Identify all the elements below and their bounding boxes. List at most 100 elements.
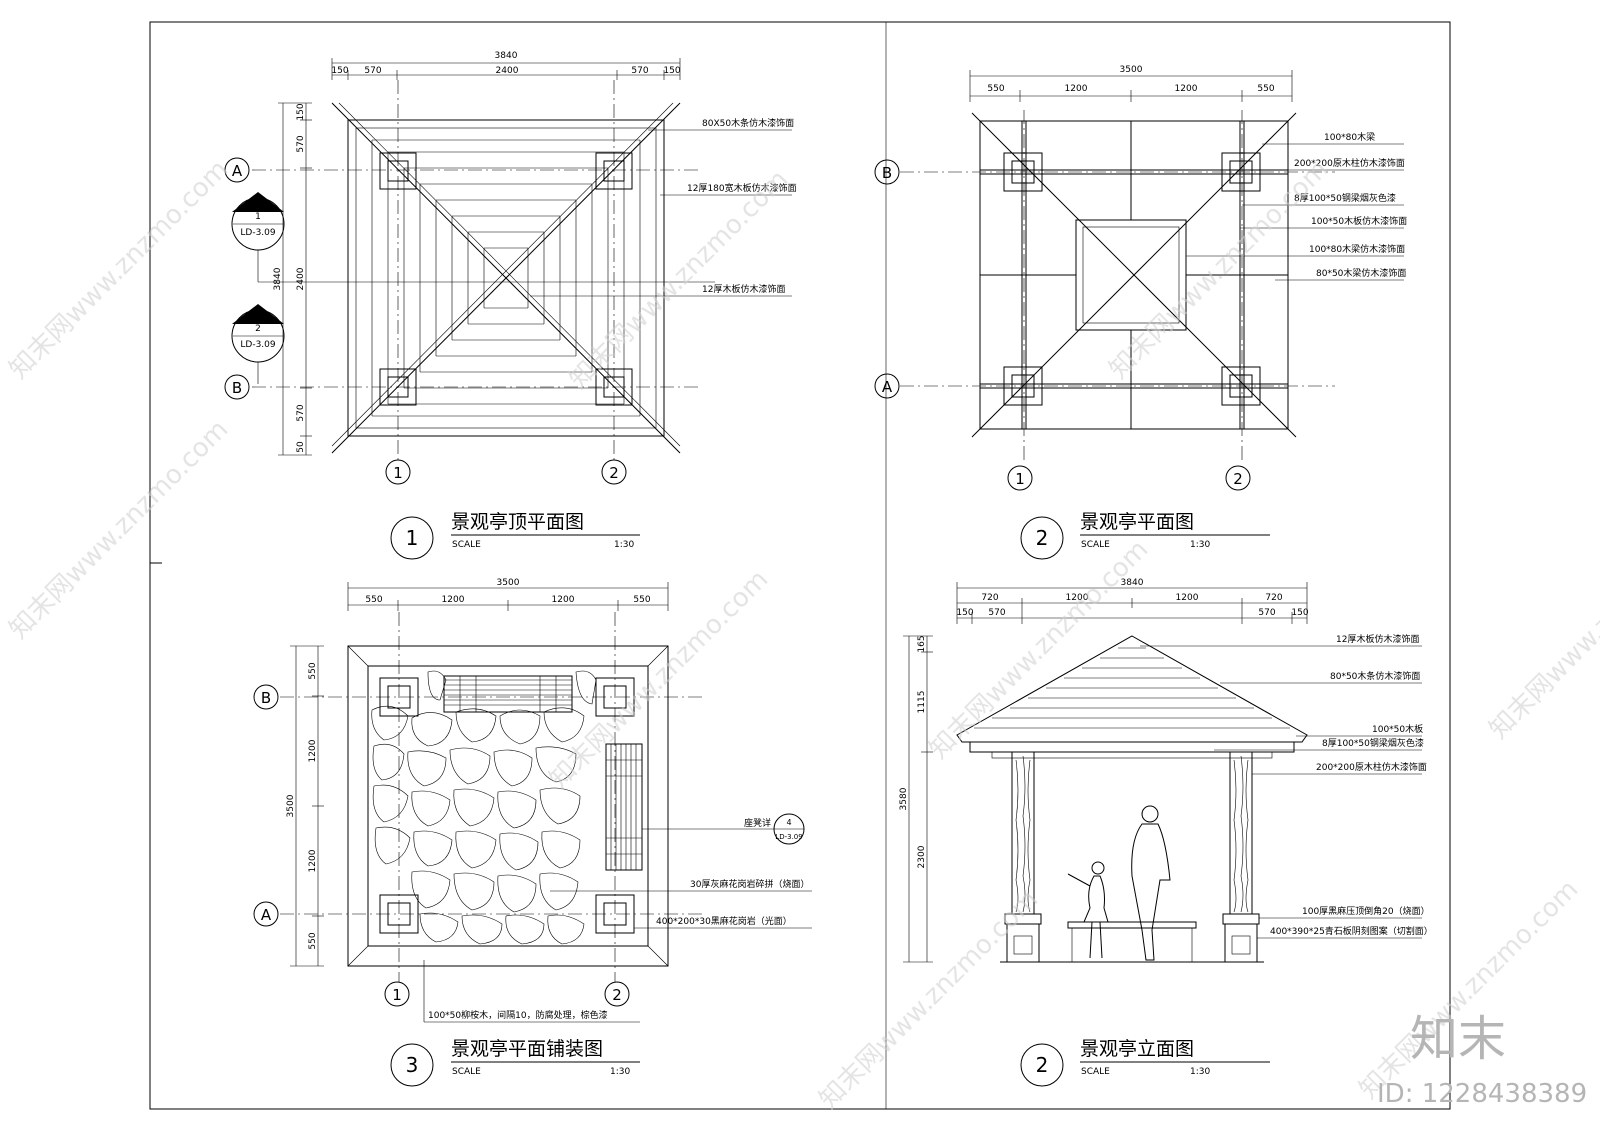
- elev-dim-top-1: 720: [981, 593, 998, 603]
- floor-dim-top-3: 1200: [1175, 84, 1198, 94]
- elev-dim-mid-3: 570: [1258, 608, 1275, 618]
- svg-text:LD-3.09: LD-3.09: [240, 228, 276, 238]
- roof-dim-left-5: 50: [296, 441, 306, 453]
- floor-scale-value: 1:30: [1190, 540, 1210, 550]
- floor-grid-2: 2: [1233, 470, 1243, 488]
- roof-title-number: 1: [406, 526, 419, 550]
- roof-dim-left-4: 570: [296, 404, 306, 421]
- svg-text:LD-3.09: LD-3.09: [775, 833, 802, 841]
- bench: [1067, 921, 1197, 929]
- roof-grid-1: 1: [393, 464, 403, 482]
- roof-note-1: 80X50木条仿木漆饰面: [702, 117, 794, 129]
- roof-scale-value: 1:30: [614, 540, 634, 550]
- paving-note-1: 30厚灰麻花岗岩碎拼（烧面）: [690, 878, 809, 890]
- elev-note-5: 200*200原木柱仿木漆饰面: [1316, 761, 1427, 773]
- svg-text:2: 2: [255, 324, 261, 334]
- elev-note-7: 400*390*25青石板阴刻图案（切割面）: [1270, 925, 1433, 937]
- roof-dim-top-5: 150: [663, 66, 680, 76]
- human-figures: [1067, 805, 1171, 961]
- svg-text:知末网www.znzmo.com: 知末网www.znzmo.com: [1484, 514, 1600, 745]
- paving-grid-2: 2: [612, 986, 622, 1004]
- elev-dim-total-top: 3840: [1121, 578, 1144, 588]
- brand-watermark: 知末: [1410, 1011, 1506, 1067]
- svg-text:知末网www.znzmo.com: 知末网www.znzmo.com: [924, 534, 1155, 765]
- roof-grid-b: B: [232, 379, 242, 397]
- section-mark-1: 1 LD-3.09: [231, 192, 715, 283]
- floor-dim-top-4: 550: [1257, 84, 1274, 94]
- paving-grid-1: 1: [392, 986, 402, 1004]
- floor-grid-b: B: [882, 164, 892, 182]
- image-id-watermark: ID: 1228438389: [1377, 1079, 1587, 1109]
- elev-dim-left-1: 165: [917, 635, 927, 652]
- paving-title-number: 3: [406, 1053, 419, 1077]
- roof-dim-top-2: 570: [364, 66, 381, 76]
- paving-plan-drawing: 3500 550 1200 1200 550 3500 550 1200 120…: [253, 578, 812, 1087]
- elev-dim-top-3: 1200: [1176, 593, 1199, 603]
- paving-dim-left-1: 550: [308, 662, 318, 679]
- elev-title-number: 2: [1036, 1053, 1049, 1077]
- paving-title: 景观亭平面铺装图: [451, 1038, 603, 1060]
- elev-dim-mid-2: 570: [988, 608, 1005, 618]
- floor-note-1: 100*80木梁: [1324, 131, 1375, 143]
- floor-dim-total-top: 3500: [1120, 65, 1143, 75]
- paving-dim-left-3: 1200: [308, 849, 318, 872]
- roof-plan-drawing: 3840 150 570 2400 570 150 3840 150 570 2…: [224, 51, 797, 560]
- section-mark-2: 2 LD-3.09: [231, 304, 285, 384]
- bench-detail-mark: 座凳详 4 LD-3.09: [642, 813, 805, 845]
- roof-grid-a: A: [232, 162, 243, 180]
- elev-dim-top-4: 720: [1265, 593, 1282, 603]
- elev-dim-left-2: 1115: [917, 691, 927, 714]
- column-right: [1229, 751, 1253, 915]
- floor-plan-drawing: 3500 550 1200 1200 550 B: [874, 65, 1407, 560]
- elev-note-6: 100厚黑麻压顶倒角20（烧面）: [1302, 905, 1430, 917]
- elev-dim-top-2: 1200: [1066, 593, 1089, 603]
- elev-title: 景观亭立面图: [1080, 1038, 1194, 1060]
- paving-grid-a: A: [261, 906, 272, 924]
- elev-note-3: 100*50木板: [1372, 723, 1423, 735]
- roof-note-3: 12厚木板仿木漆饰面: [702, 283, 785, 295]
- elev-dim-mid-4: 150: [1291, 608, 1308, 618]
- paving-grid-b: B: [261, 689, 271, 707]
- elev-scale-value: 1:30: [1190, 1067, 1210, 1077]
- elev-dim-left-3: 2300: [917, 845, 927, 868]
- svg-text:知末网www.znzmo.com: 知末网www.znzmo.com: [564, 164, 795, 395]
- floor-scale-label: SCALE: [1081, 540, 1110, 550]
- elev-dim-total-left: 3580: [899, 787, 909, 810]
- paving-dim-top-3: 1200: [552, 595, 575, 605]
- roof-dim-left-3: 2400: [296, 267, 306, 290]
- elev-dim-mid-1: 150: [956, 608, 973, 618]
- svg-text:知末网www.znzmo.com: 知末网www.znzmo.com: [814, 884, 1045, 1115]
- floor-dim-top-2: 1200: [1065, 84, 1088, 94]
- floor-grid-a: A: [882, 378, 893, 396]
- elev-note-4: 8厚100*50钢梁烟灰色漆: [1322, 737, 1424, 749]
- floor-note-5: 100*80木梁仿木漆饰面: [1309, 243, 1405, 255]
- roof-dim-total-top: 3840: [495, 51, 518, 61]
- roof-dim-top-4: 570: [631, 66, 648, 76]
- svg-text:LD-3.09: LD-3.09: [240, 340, 276, 350]
- paving-dim-total-top: 3500: [497, 578, 520, 588]
- paving-note-2: 400*200*30黑麻花岗岩（光面）: [656, 915, 792, 927]
- paving-scale-label: SCALE: [452, 1067, 481, 1077]
- paving-note-3: 100*50柳桉木，间隔10，防腐处理，棕色漆: [428, 1009, 608, 1021]
- floor-note-2: 200*200原木柱仿木漆饰面: [1294, 157, 1405, 169]
- roof-dim-total-left: 3840: [273, 267, 283, 290]
- floor-note-3: 8厚100*50钢梁烟灰色漆: [1294, 192, 1396, 204]
- floor-note-6: 80*50木梁仿木漆饰面: [1316, 267, 1406, 279]
- svg-text:知末网www.znzmo.com: 知末网www.znzmo.com: [1104, 154, 1335, 385]
- svg-text:知末网www.znzmo.com: 知末网www.znzmo.com: [4, 414, 235, 645]
- sheet-border: [149, 21, 1451, 1110]
- elev-note-2: 80*50木条仿木漆饰面: [1330, 670, 1420, 682]
- roof-scale-label: SCALE: [452, 540, 481, 550]
- svg-text:座凳详: 座凳详: [744, 817, 771, 829]
- floor-dim-top-1: 550: [987, 84, 1004, 94]
- roof-dim-left-1: 150: [296, 103, 306, 120]
- elev-scale-label: SCALE: [1081, 1067, 1110, 1077]
- paving-dim-top-1: 550: [365, 595, 382, 605]
- floor-title: 景观亭平面图: [1080, 511, 1194, 533]
- paving-dim-left-2: 1200: [308, 739, 318, 762]
- elev-note-1: 12厚木板仿木漆饰面: [1336, 633, 1419, 645]
- floor-title-number: 2: [1036, 526, 1049, 550]
- svg-text:知末网www.znzmo.com: 知末网www.znzmo.com: [4, 154, 235, 385]
- paving-dim-top-4: 550: [633, 595, 650, 605]
